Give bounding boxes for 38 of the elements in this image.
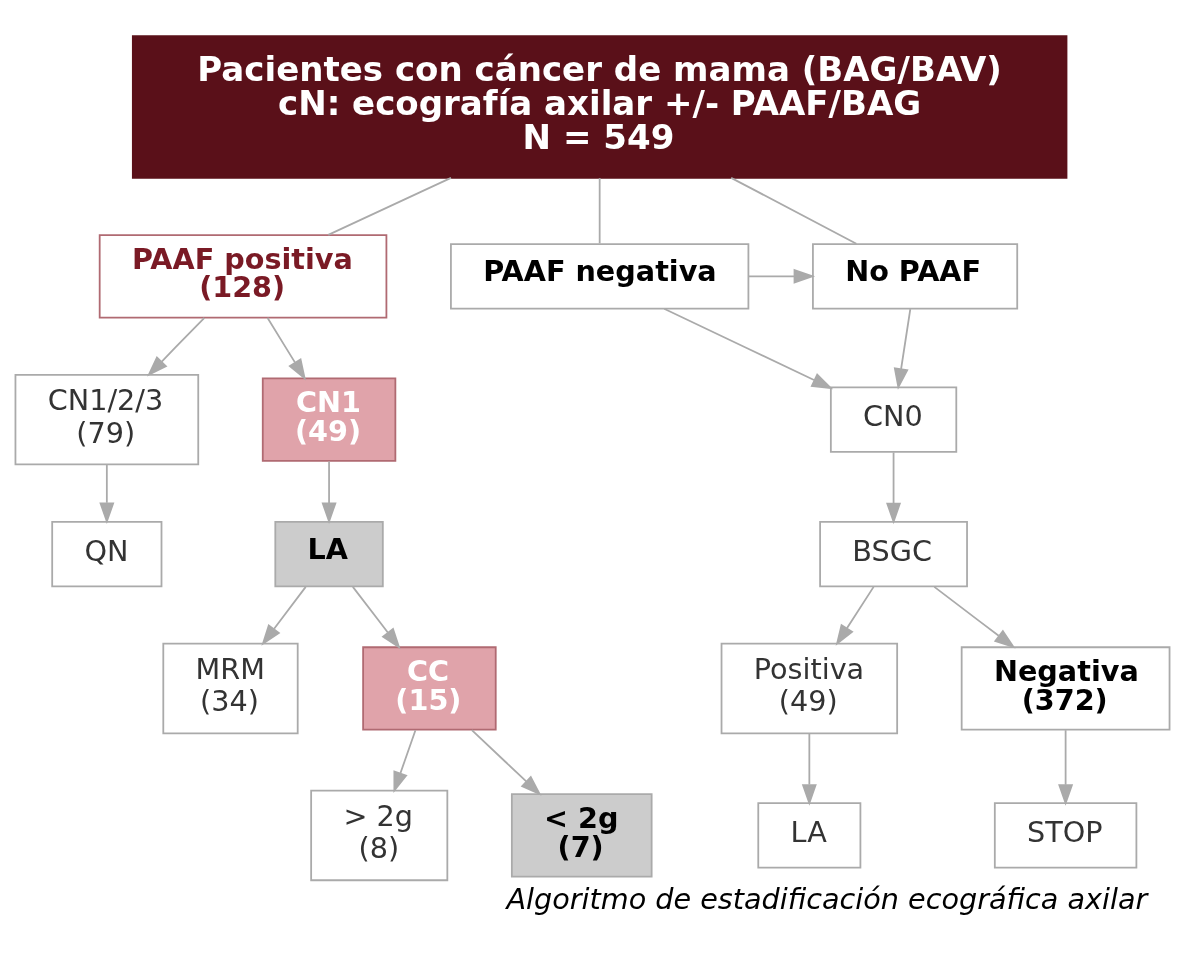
arrow — [893, 307, 912, 390]
node-box: LA — [274, 520, 384, 587]
arrow — [266, 316, 306, 380]
node-box: STOP — [993, 801, 1138, 869]
connector — [327, 176, 452, 236]
node-box: Positiva (49) — [720, 642, 899, 734]
arrow — [801, 731, 817, 806]
connector — [598, 176, 601, 244]
node-box: PAAF negativa — [450, 242, 750, 309]
arrow — [351, 585, 401, 649]
node-box: LA — [757, 801, 862, 869]
arrow — [933, 585, 1016, 649]
arrow — [747, 268, 816, 284]
arrow — [261, 585, 307, 646]
arrow — [663, 307, 834, 389]
connector — [730, 176, 858, 245]
arrow — [147, 316, 206, 377]
node-box: CN1/2/3 (79) — [14, 373, 200, 465]
arrow — [1058, 728, 1074, 806]
arrow — [393, 728, 417, 793]
node-box: > 2g (8) — [310, 789, 449, 881]
caption: Algoritmo de estadificación ecográfica axilar — [506, 881, 1148, 916]
node-box: CN0 — [829, 386, 958, 453]
node-box: < 2g (7) — [510, 792, 653, 878]
arrow — [835, 585, 875, 646]
node-box: Pacientes con cáncer de mama (BAG/BAV) cN: ecografía axilar +/- PAAF/BAG N = 549 — [131, 34, 1068, 179]
arrow — [470, 728, 542, 796]
arrow — [99, 463, 115, 524]
node-box: Negativa (372) — [960, 645, 1171, 731]
node-box: QN — [51, 520, 163, 587]
node-box: MRM (34) — [162, 642, 299, 734]
arrow — [886, 451, 902, 524]
arrow — [321, 460, 337, 524]
node-box: BSGC — [819, 520, 968, 587]
node-box: No PAAF — [812, 242, 1019, 309]
node-box: PAAF positiva (128) — [98, 233, 388, 318]
node-box: CC (15) — [362, 645, 497, 731]
node-box: CN1 (49) — [261, 377, 397, 462]
